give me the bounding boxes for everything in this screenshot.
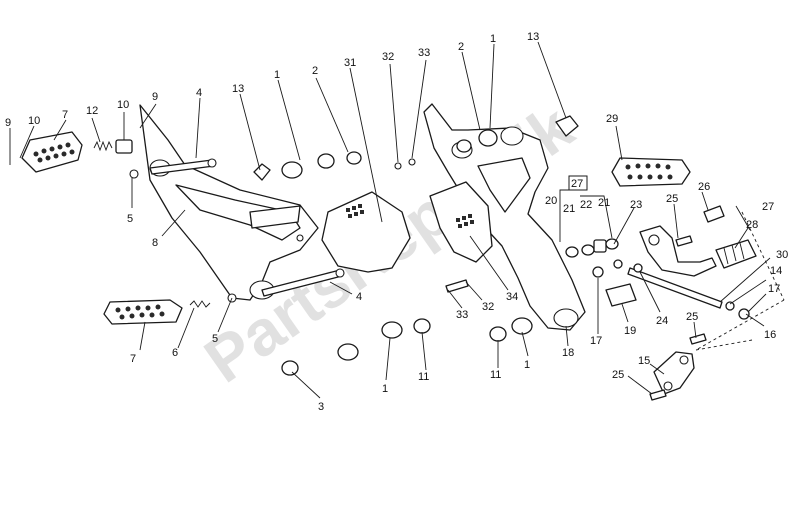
callout-21: 21 (563, 203, 575, 215)
callout-21: 21 (598, 197, 610, 209)
callout-27: 27 (571, 178, 583, 190)
callout-25: 25 (666, 193, 678, 205)
callout-34: 34 (506, 291, 518, 303)
pivot-pin (605, 283, 637, 307)
callout-24: 24 (656, 315, 668, 327)
callout-27: 27 (762, 201, 774, 213)
callout-14: 14 (770, 265, 782, 277)
callout-25: 25 (686, 311, 698, 323)
callout-17: 17 (768, 283, 780, 295)
shift-linkage-arm (653, 351, 695, 395)
left-front-footpeg (103, 299, 183, 325)
shift-lever (639, 225, 717, 277)
callout-11: 11 (418, 371, 429, 383)
leader-lines (9, 41, 771, 399)
left-rear-footpeg (21, 131, 83, 173)
left-rear-peg-mount (115, 139, 133, 154)
callout-6: 6 (172, 347, 178, 359)
callout-5: 5 (212, 333, 218, 345)
callout-20: 20 (545, 195, 557, 207)
callout-28: 28 (746, 219, 758, 231)
callout-2: 2 (312, 65, 318, 77)
callout-3: 3 (318, 401, 324, 413)
right-bushings (456, 129, 533, 342)
right-rear-footpeg (611, 157, 691, 187)
right-bolts (445, 205, 750, 401)
callout-26: 26 (698, 181, 710, 193)
callout-16: 16 (764, 329, 776, 341)
right-top-plug (555, 115, 579, 137)
callout-13: 13 (232, 83, 244, 95)
left-bushings-lower (281, 318, 431, 376)
callout-17: 17 (590, 335, 602, 347)
callout-4: 4 (196, 87, 202, 99)
callout-9: 9 (152, 91, 158, 103)
callout-32: 32 (482, 301, 494, 313)
callout-15: 15 (638, 355, 650, 367)
callout-25: 25 (612, 369, 624, 381)
callout-19: 19 (624, 325, 636, 337)
callout-7: 7 (130, 353, 136, 365)
right-heel-guard (429, 181, 493, 263)
callout-27-box (568, 175, 588, 191)
callout-31: 31 (344, 57, 356, 69)
shift-rod (627, 267, 723, 309)
callout-33: 33 (456, 309, 468, 321)
left-bracket-lower-bolt (261, 268, 345, 297)
callout-33: 33 (418, 47, 430, 59)
callout-1: 1 (490, 33, 496, 45)
right-washers (565, 238, 643, 278)
callout-1: 1 (524, 359, 530, 371)
callout-11: 11 (490, 369, 501, 381)
callout-30: 30 (776, 249, 788, 261)
callout-9: 9 (5, 117, 11, 129)
callout-32: 32 (382, 51, 394, 63)
callout-22: 22 (580, 199, 592, 211)
callout-23: 23 (630, 199, 642, 211)
callout-4: 4 (356, 291, 362, 303)
left-front-spring (189, 300, 211, 308)
shift-rubber-boot (715, 239, 757, 269)
callout-13: 13 (527, 31, 539, 43)
callout-1: 1 (274, 69, 280, 81)
callout-12: 12 (86, 105, 98, 117)
left-bushings-upper (253, 151, 362, 181)
left-bracket-upper-bolt (149, 158, 217, 175)
callout-10: 10 (117, 99, 129, 111)
callout-29: 29 (606, 113, 618, 125)
heel-guard-plate (321, 191, 411, 273)
callout-18: 18 (562, 347, 574, 359)
dashed-group-lines (695, 211, 785, 351)
callout-5: 5 (127, 213, 133, 225)
callout-numbers: 9 10 7 12 10 9 4 13 1 2 31 32 33 2 1 13 … (5, 31, 788, 413)
callout-2: 2 (458, 41, 464, 53)
callout-7: 7 (62, 109, 68, 121)
callout-10: 10 (28, 115, 40, 127)
left-rear-spring (93, 140, 113, 152)
callout-8: 8 (152, 237, 158, 249)
callout-1: 1 (382, 383, 388, 395)
